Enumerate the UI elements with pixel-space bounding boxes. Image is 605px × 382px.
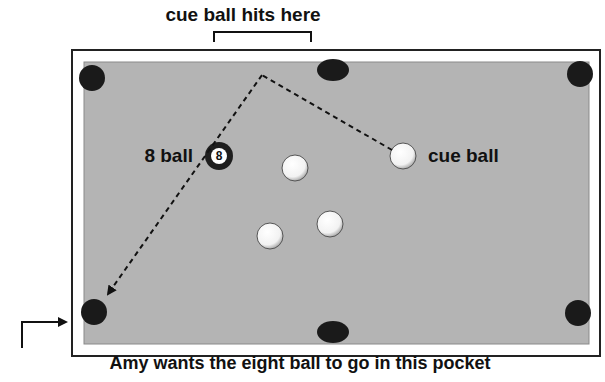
ball [282, 155, 308, 181]
eight-ball-spot [211, 148, 227, 164]
caption-note: Amy wants the eight ball to go in this p… [109, 352, 490, 374]
cue-ball [390, 143, 416, 169]
eight-ball [205, 142, 233, 170]
pockets [79, 59, 593, 343]
eight-ball-path [108, 75, 262, 294]
ball [257, 223, 283, 249]
table-frame [72, 50, 600, 356]
ball [317, 211, 343, 237]
top-label: cue ball hits here [165, 4, 320, 26]
table-felt [84, 62, 589, 344]
ball-label: cue ball [428, 145, 499, 167]
ball-label: 8 ball [144, 145, 193, 167]
pointer-arrow [22, 322, 66, 348]
bracket [214, 32, 311, 42]
cue-path [262, 75, 392, 150]
ball-number: 8 [216, 149, 223, 163]
